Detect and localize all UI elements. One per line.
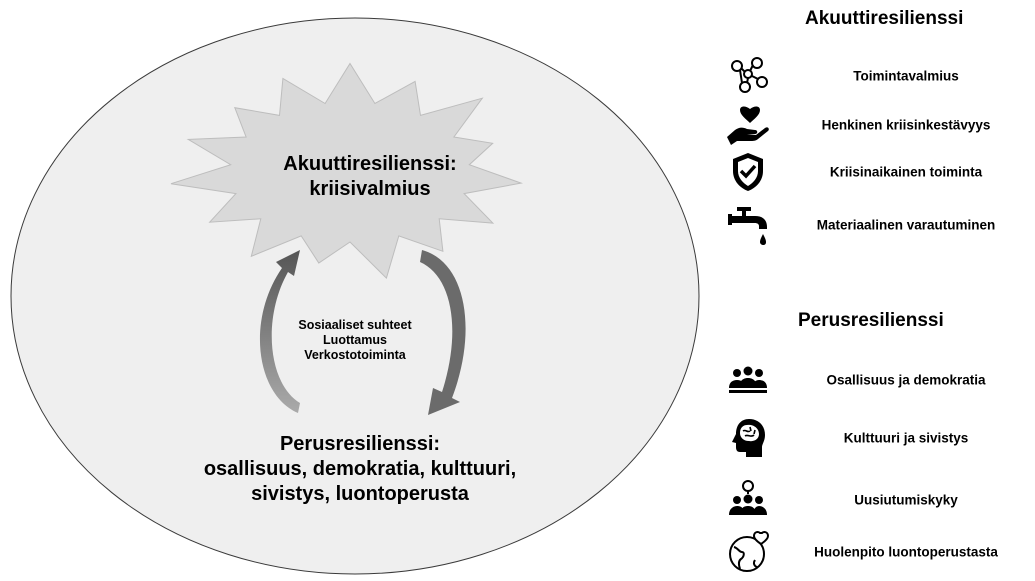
head-brain-icon xyxy=(725,416,771,460)
base-resilience-title: Perusresilienssi: osallisuus, demokratia… xyxy=(150,432,570,507)
earth-heart-icon xyxy=(725,530,771,574)
legend-item-label: Kriisinaikainen toiminta xyxy=(829,164,983,180)
center-labels: Sosiaaliset suhteet Luottamus Verkostoto… xyxy=(255,318,455,363)
center-label: Luottamus xyxy=(323,333,387,347)
legend-item-label: Uusiutumiskyky xyxy=(854,492,958,508)
acute-resilience-title: Akuuttiresilienssi: kriisivalmius xyxy=(230,152,510,202)
legend-item-label: Osallisuus ja demokratia xyxy=(826,372,986,388)
center-label: Sosiaaliset suhteet xyxy=(298,318,412,332)
resilience-diagram: Akuuttiresilienssi: kriisivalmius Sosiaa… xyxy=(10,17,700,575)
legend-item-henkinen: Henkinen kriisinkestävyys xyxy=(725,103,1035,147)
arrow-up-left xyxy=(259,250,300,413)
center-label: Verkostotoiminta xyxy=(304,348,406,362)
base-title-line: sivistys, luontoperusta xyxy=(251,483,469,505)
network-icon xyxy=(725,54,771,98)
legend-item-label: Toimintavalmius xyxy=(853,68,959,84)
people-group-icon xyxy=(725,358,771,402)
legend-item-huolenpito: Huolenpito luontoperustasta xyxy=(725,530,1035,574)
legend-item-label: Materiaalinen varautuminen xyxy=(816,217,996,233)
heart-hand-icon xyxy=(725,103,771,147)
legend-item-label: Huolenpito luontoperustasta xyxy=(814,544,998,560)
legend-item-osallisuus: Osallisuus ja demokratia xyxy=(725,358,1035,402)
base-title-line: Perusresilienssi: xyxy=(279,433,441,455)
idea-people-icon xyxy=(725,478,771,522)
acute-burst-shape xyxy=(170,62,524,280)
legend-item-uusiutumiskyky: Uusiutumiskyky xyxy=(725,478,1035,522)
shield-check-icon xyxy=(725,150,771,194)
diagram-graphics xyxy=(10,17,700,575)
outer-ellipse xyxy=(10,17,700,575)
arrow-down-right xyxy=(420,250,466,415)
acute-title-line: Akuuttiresilienssi: xyxy=(283,153,457,175)
base-title-line: osallisuus, demokratia, kulttuuri, xyxy=(203,458,517,480)
acute-legend-heading: Akuuttiresilienssi xyxy=(805,8,964,29)
legend-item-kulttuuri: Kulttuuri ja sivistys xyxy=(725,416,1035,460)
legend-item-materiaalinen: Materiaalinen varautuminen xyxy=(725,203,1035,247)
legend-item-label: Kulttuuri ja sivistys xyxy=(843,430,969,446)
faucet-icon xyxy=(725,203,771,247)
acute-title-line: kriisivalmius xyxy=(309,178,431,200)
legend-item-kriisinaikainen: Kriisinaikainen toiminta xyxy=(725,150,1035,194)
base-legend-heading: Perusresilienssi xyxy=(798,310,944,331)
legend-item-toimintavalmius: Toimintavalmius xyxy=(725,54,1035,98)
legend-item-label: Henkinen kriisinkestävyys xyxy=(821,117,991,133)
